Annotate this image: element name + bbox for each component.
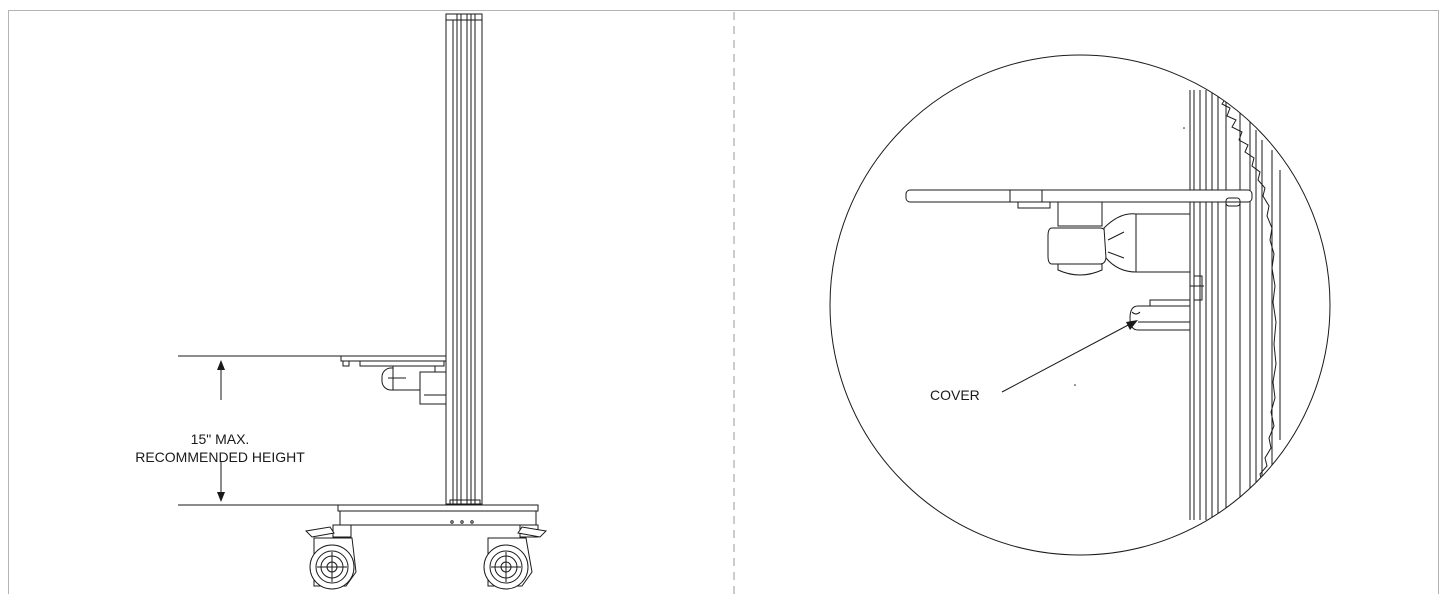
cart-base bbox=[337, 499, 539, 526]
height-dimension bbox=[178, 355, 341, 506]
detail-mount bbox=[1047, 201, 1204, 301]
cart-caster-right bbox=[483, 524, 548, 590]
detail-cover bbox=[1129, 299, 1191, 331]
cart-work-surface bbox=[340, 355, 447, 405]
detail-view bbox=[829, 54, 1331, 556]
height-dimension-label: 15" MAX. RECOMMENDED HEIGHT bbox=[108, 430, 332, 466]
sheet-border bbox=[8, 10, 1439, 594]
detail-column bbox=[1189, 90, 1281, 540]
cart-caster-left bbox=[304, 524, 357, 590]
cover-leader bbox=[1001, 320, 1138, 393]
height-dimension-label-line2: RECOMMENDED HEIGHT bbox=[135, 449, 305, 465]
cart-column bbox=[445, 13, 483, 505]
cart-side-view bbox=[304, 13, 548, 590]
cover-callout-label: COVER bbox=[930, 387, 980, 403]
detail-circle bbox=[829, 54, 1331, 556]
height-dimension-label-line1: 15" MAX. bbox=[190, 431, 250, 447]
